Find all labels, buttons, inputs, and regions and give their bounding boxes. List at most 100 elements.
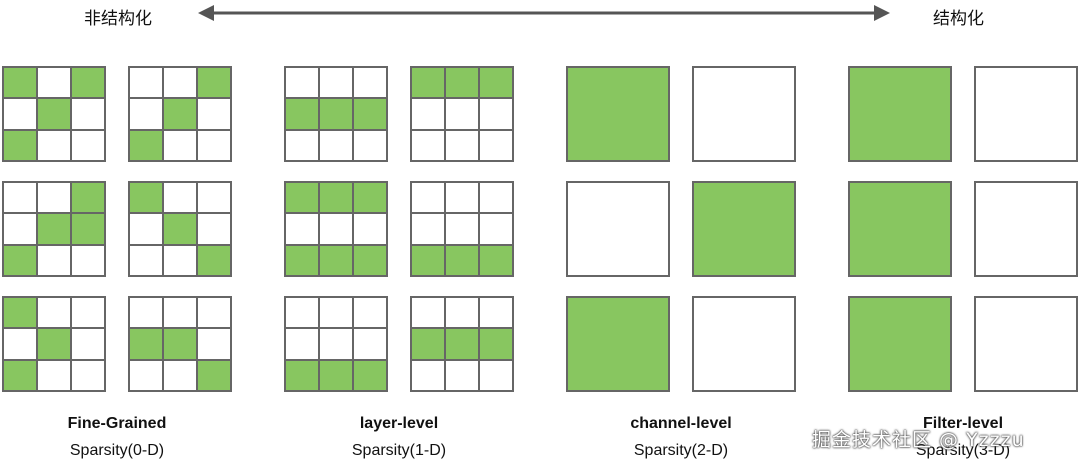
pruned-block (692, 296, 796, 392)
kept-weight-cell (164, 214, 196, 244)
pruned-weight-cell (130, 68, 162, 98)
caption-title-filter-level: Filter-level (922, 415, 1004, 432)
pruned-weight-cell (130, 245, 162, 275)
kept-block (566, 66, 670, 162)
caption-subtitle-filter-level: Sparsity(3-D) (915, 442, 1011, 459)
kept-weight-cell (286, 99, 318, 129)
kept-weight-cell (38, 329, 70, 359)
structure-scale-arrow (198, 5, 890, 21)
pruned-weight-cell (130, 360, 162, 390)
pruned-weight-cell (130, 298, 162, 328)
kept-block (848, 296, 952, 392)
pruned-weight-cell (4, 329, 36, 359)
kept-weight-cell (354, 99, 386, 129)
pruned-weight-cell (198, 214, 230, 244)
sparsity-matrix (284, 66, 388, 162)
kept-weight-cell (198, 245, 230, 275)
pruned-weight-cell (446, 360, 478, 390)
kept-weight-cell (286, 245, 318, 275)
pruned-weight-cell (354, 130, 386, 160)
pruned-weight-cell (412, 298, 444, 328)
kept-weight-cell (320, 245, 352, 275)
kept-weight-cell (4, 68, 36, 98)
pruned-weight-cell (354, 298, 386, 328)
sparsity-matrix (410, 181, 514, 277)
pruned-block (692, 66, 796, 162)
sparsity-matrix (128, 181, 232, 277)
pruned-weight-cell (320, 298, 352, 328)
kept-weight-cell (72, 68, 104, 98)
kept-weight-cell (38, 214, 70, 244)
kept-weight-cell (4, 360, 36, 390)
pruned-block (974, 66, 1078, 162)
kept-weight-cell (320, 183, 352, 213)
pruned-weight-cell (320, 329, 352, 359)
kept-weight-cell (4, 130, 36, 160)
kept-weight-cell (446, 329, 478, 359)
pruned-weight-cell (480, 130, 512, 160)
caption-subtitle-channel-level: Sparsity(2-D) (633, 442, 729, 459)
pruned-weight-cell (320, 68, 352, 98)
pruned-weight-cell (72, 360, 104, 390)
pruned-block (974, 181, 1078, 277)
pruned-weight-cell (164, 298, 196, 328)
caption-subtitle-fine-grained: Sparsity(0-D) (69, 442, 165, 459)
kept-weight-cell (412, 329, 444, 359)
sparsity-matrix (410, 296, 514, 392)
pruned-block (974, 296, 1078, 392)
pruned-weight-cell (320, 214, 352, 244)
pruned-weight-cell (130, 99, 162, 129)
pruned-weight-cell (446, 99, 478, 129)
pruned-weight-cell (198, 183, 230, 213)
sparsity-matrix (2, 181, 106, 277)
kept-weight-cell (286, 360, 318, 390)
pruned-weight-cell (72, 245, 104, 275)
pruned-weight-cell (446, 298, 478, 328)
kept-weight-cell (412, 245, 444, 275)
kept-weight-cell (320, 360, 352, 390)
kept-weight-cell (286, 183, 318, 213)
pruned-weight-cell (72, 298, 104, 328)
site-watermark: 掘金技术社区 @ Yzzzu (812, 429, 1025, 451)
kept-weight-cell (354, 183, 386, 213)
pruned-weight-cell (286, 298, 318, 328)
pruned-weight-cell (480, 183, 512, 213)
kept-weight-cell (354, 360, 386, 390)
caption-title-layer-level: layer-level (359, 415, 439, 432)
caption-title-channel-level: channel-level (630, 415, 732, 432)
pruned-weight-cell (198, 298, 230, 328)
kept-weight-cell (38, 99, 70, 129)
pruned-weight-cell (480, 298, 512, 328)
sparsity-matrix (284, 296, 388, 392)
pruned-weight-cell (72, 99, 104, 129)
pruned-weight-cell (198, 329, 230, 359)
pruned-weight-cell (38, 68, 70, 98)
pruned-weight-cell (198, 99, 230, 129)
pruned-weight-cell (412, 130, 444, 160)
kept-weight-cell (480, 329, 512, 359)
kept-weight-cell (480, 68, 512, 98)
kept-weight-cell (164, 99, 196, 129)
pruned-weight-cell (412, 360, 444, 390)
kept-weight-cell (164, 329, 196, 359)
sparsity-matrix (128, 296, 232, 392)
pruned-weight-cell (38, 130, 70, 160)
kept-weight-cell (72, 183, 104, 213)
pruned-weight-cell (38, 183, 70, 213)
unstructured-label: 非结构化 (84, 9, 152, 29)
pruned-weight-cell (38, 245, 70, 275)
pruned-weight-cell (164, 68, 196, 98)
pruned-weight-cell (412, 183, 444, 213)
kept-weight-cell (480, 245, 512, 275)
pruned-weight-cell (38, 360, 70, 390)
kept-weight-cell (72, 214, 104, 244)
kept-weight-cell (320, 99, 352, 129)
pruned-weight-cell (286, 68, 318, 98)
pruned-weight-cell (446, 214, 478, 244)
pruned-weight-cell (164, 130, 196, 160)
kept-weight-cell (130, 130, 162, 160)
pruned-weight-cell (286, 214, 318, 244)
sparsity-matrix (128, 66, 232, 162)
pruned-weight-cell (72, 130, 104, 160)
kept-weight-cell (412, 68, 444, 98)
